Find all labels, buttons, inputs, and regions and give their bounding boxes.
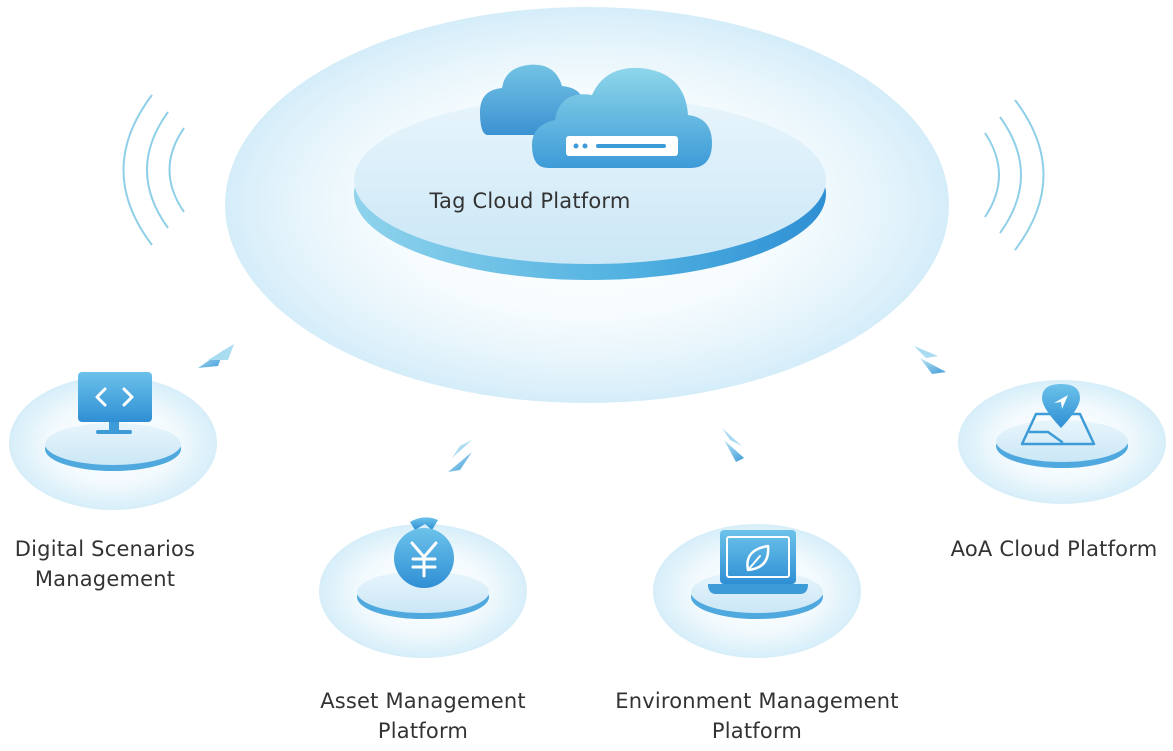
code-monitor-icon (78, 372, 152, 434)
environment-management-label-line-2: Platform (711, 719, 803, 743)
aoa-cloud-label: AoA Cloud Platform (938, 534, 1170, 564)
arrow-to-digital-scenarios-icon (198, 344, 234, 368)
arrow-to-aoa-cloud-icon (914, 346, 946, 374)
asset-management-label-line-1: Asset Management (320, 689, 526, 713)
digital-scenarios-label-line-2: Management (34, 567, 176, 591)
center-label: Tag Cloud Platform (429, 189, 631, 213)
asset-management-label-line-2: Platform (377, 719, 469, 743)
yen-money-bag-icon (394, 517, 454, 588)
environment-management-label-line-1: Environment Management (615, 689, 899, 713)
map-pin-navigation-icon (1020, 384, 1096, 446)
environment-management-node (653, 524, 861, 658)
leaf-laptop-icon (708, 530, 808, 594)
asset-management-label: Asset Management Platform (268, 686, 578, 746)
arrow-to-asset-management-icon (448, 440, 472, 472)
environment-management-label: Environment Management Platform (592, 686, 922, 746)
aoa-cloud-node (958, 380, 1166, 504)
digital-scenarios-label-line-1: Digital Scenarios (14, 537, 196, 561)
digital-scenarios-node (9, 372, 217, 510)
digital-scenarios-label: Digital Scenarios Management (0, 534, 210, 594)
signal-waves-right-icon (984, 99, 1045, 251)
arrow-to-environment-management-icon (722, 428, 744, 462)
cloud-server-icon (480, 64, 712, 168)
asset-management-node (319, 517, 527, 658)
signal-waves-left-icon (122, 94, 185, 246)
aoa-cloud-label-line-1: AoA Cloud Platform (950, 537, 1158, 561)
